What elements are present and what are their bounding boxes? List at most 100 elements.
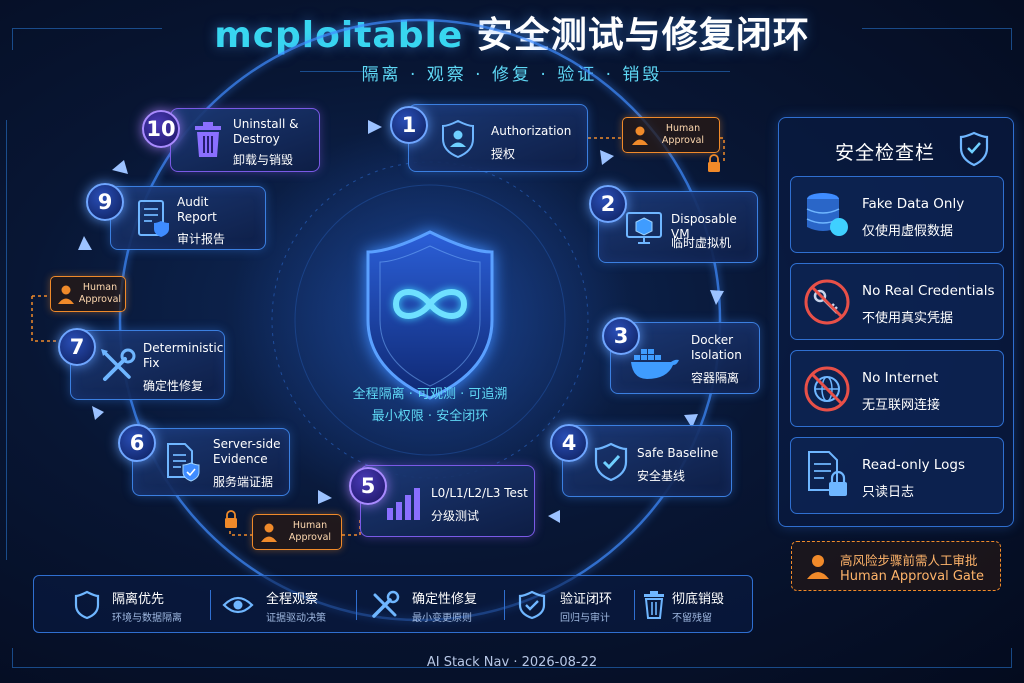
- arrow-3-4: [684, 414, 698, 428]
- step-tiered-test[interactable]: L0/L1/L2/L3 Test 分级测试: [360, 465, 535, 537]
- frame-top-right: [862, 28, 1012, 50]
- docker-whale-icon: [631, 349, 679, 379]
- title-rest: 安全测试与修复闭环: [463, 15, 810, 56]
- human-approval-gate: 高风险步骤前需人工审批 Human Approval Gate: [791, 541, 1001, 591]
- eye-icon: [222, 596, 254, 614]
- arrow-10-1: [368, 120, 382, 134]
- cycle-ring-inner2: [294, 184, 566, 456]
- step-6-zh: 服务端证据: [213, 475, 274, 489]
- frame-left-side: [6, 120, 7, 560]
- principle-isolation: 隔离优先 环境与数据隔离: [74, 576, 204, 634]
- step-4-en: Safe Baseline: [637, 446, 719, 460]
- frame-sub-left: [300, 71, 370, 72]
- principles-bar: 隔离优先 环境与数据隔离 全程观察 证据驱动决策 确定性修复 最小变更原则: [33, 575, 753, 633]
- shield-icon: [74, 590, 100, 620]
- step-4-badge: 4: [550, 424, 588, 462]
- gate-zh: 高风险步骤前需人工审批: [840, 553, 978, 568]
- lock-icon-1: [708, 154, 720, 172]
- divider: [634, 590, 635, 620]
- principle-4-title: 验证闭环: [560, 592, 613, 607]
- safety-check-panel: 安全检查栏 Fake Data Only 仅使用虚假数据 No Real Cre…: [778, 117, 1014, 527]
- arrow-1-2: [600, 150, 614, 165]
- shield-check-icon: [959, 131, 989, 167]
- user-shield-icon: [442, 119, 474, 159]
- step-3-badge: 3: [602, 317, 640, 355]
- trash-icon: [195, 122, 221, 157]
- check-item-no-internet: No Internet 无互联网连接: [790, 350, 1004, 427]
- gate-en: Human Approval Gate: [840, 569, 984, 584]
- check-shield-icon: [518, 590, 546, 620]
- principle-3-title: 确定性修复: [412, 592, 478, 607]
- center-caption-2: 最小权限 · 安全闭环: [371, 409, 489, 424]
- principle-3-sub: 最小变更原则: [412, 613, 472, 624]
- principle-1-sub: 环境与数据隔离: [112, 613, 182, 624]
- step-7-zh: 确定性修复: [143, 379, 204, 393]
- step-6-badge: 6: [118, 424, 156, 462]
- frame-sub-right: [660, 71, 730, 72]
- step-safe-baseline[interactable]: Safe Baseline 安全基线: [562, 425, 732, 497]
- panel-title: 安全检查栏: [835, 142, 936, 164]
- principle-2-title: 全程观察: [266, 592, 319, 607]
- check-item-readonly-logs: Read-only Logs 只读日志: [790, 437, 1004, 514]
- arrow-4-5: [548, 510, 560, 523]
- frame-bottom: [12, 648, 1012, 668]
- check-item-4-en: Read-only Logs: [862, 457, 966, 473]
- check-item-4-zh: 只读日志: [862, 485, 915, 500]
- no-globe-icon: [804, 366, 850, 412]
- database-icon: [806, 193, 848, 236]
- check-item-2-en: No Real Credentials: [862, 283, 995, 299]
- principle-1-title: 隔离优先: [112, 592, 165, 607]
- connector-approval-3: [229, 525, 252, 536]
- report-shield-icon: [138, 200, 169, 237]
- arrow-7-9: [78, 236, 92, 250]
- tools-icon: [372, 590, 400, 618]
- check-item-1-zh: 仅使用虚假数据: [862, 224, 954, 239]
- step-1-zh: 授权: [491, 147, 516, 161]
- person-icon: [261, 523, 277, 542]
- step-7-badge: 7: [58, 328, 96, 366]
- center-shield-icon: [366, 230, 494, 400]
- connector-approval-3b: [342, 520, 361, 536]
- step-10-badge: 10: [142, 110, 180, 148]
- principle-4-sub: 回归与审计: [560, 613, 610, 624]
- document-shield-icon: [167, 443, 200, 482]
- cycle-arrows: [78, 120, 724, 523]
- check-item-no-credentials: No Real Credentials 不使用真实凭据: [790, 263, 1004, 340]
- wrench-screwdriver-icon: [101, 348, 136, 381]
- frame-top-left: [12, 28, 162, 50]
- principle-5-sub: 不留残留: [672, 613, 712, 624]
- title-accent: mcploitable: [214, 15, 464, 56]
- connector-approval-1b: [720, 137, 725, 162]
- step-1-badge: 1: [390, 106, 428, 144]
- principle-2-sub: 证据驱动决策: [266, 613, 326, 624]
- monitor-cube-icon: [626, 212, 662, 244]
- footer: AI Stack Nav · 2026-08-22: [426, 655, 598, 670]
- step-uninstall-destroy[interactable]: Uninstall &Destroy 卸载与销毁: [170, 108, 320, 172]
- divider: [210, 590, 211, 620]
- step-9-badge: 9: [86, 183, 124, 221]
- step-10-en: Uninstall &Destroy: [233, 117, 299, 146]
- step-5-badge: 5: [349, 467, 387, 505]
- step-authorization[interactable]: Authorization 授权: [408, 104, 588, 172]
- step-3-zh: 容器隔离: [691, 371, 740, 385]
- step-5-en: L0/L1/L2/L3 Test: [431, 486, 528, 500]
- arrow-5-6: [318, 490, 332, 504]
- check-item-2-zh: 不使用真实凭据: [862, 311, 954, 326]
- principle-observation: 全程观察 证据驱动决策: [222, 576, 352, 634]
- step-1-en: Authorization: [491, 124, 572, 138]
- principle-verify: 验证闭环 回归与审计: [518, 576, 638, 634]
- step-10-zh: 卸载与销毁: [233, 153, 294, 167]
